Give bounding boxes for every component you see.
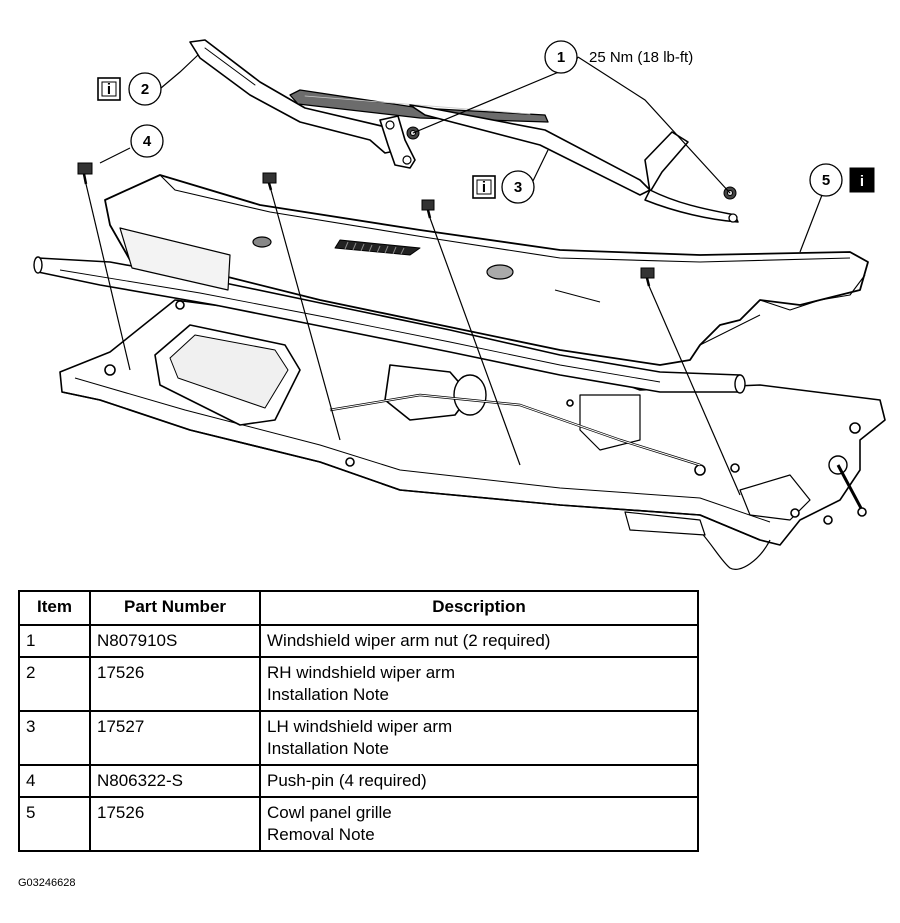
part-number-cell: 17526 bbox=[89, 656, 261, 712]
description-line: Push-pin (4 required) bbox=[267, 771, 427, 790]
push-pin bbox=[77, 162, 655, 287]
description-cell: Windshield wiper arm nut (2 required) bbox=[259, 624, 699, 658]
rh-wiper-arm bbox=[189, 39, 549, 169]
installation-note-link[interactable]: Installation Note bbox=[267, 685, 389, 704]
callout-2: i 2 bbox=[97, 72, 162, 106]
item-cell: 1 bbox=[18, 624, 91, 658]
header-description: Description bbox=[259, 590, 699, 626]
parts-table: Item Part Number Description 1 N807910S … bbox=[18, 590, 699, 852]
description-cell: RH windshield wiper arm Installation Not… bbox=[259, 656, 699, 712]
item-cell: 5 bbox=[18, 796, 91, 852]
table-row: 5 17526 Cowl panel grille Removal Note bbox=[18, 796, 699, 852]
cowl-wiper-exploded-diagram: 1 25 Nm (18 lb-ft) i 2 i 3 4 5 i bbox=[33, 39, 886, 570]
description-cell: Push-pin (4 required) bbox=[259, 764, 699, 798]
callout-4: 4 bbox=[130, 124, 164, 158]
callout-1: 1 25 Nm (18 lb-ft) bbox=[544, 40, 693, 74]
description-cell: LH windshield wiper arm Installation Not… bbox=[259, 710, 699, 766]
item-cell: 3 bbox=[18, 710, 91, 766]
svg-text:2: 2 bbox=[141, 81, 149, 98]
part-number-cell: 17527 bbox=[89, 710, 261, 766]
lh-wiper-arm bbox=[409, 104, 739, 223]
item-cell: 2 bbox=[18, 656, 91, 712]
cowl-panel-grille bbox=[33, 174, 869, 394]
description-line: Windshield wiper arm nut (2 required) bbox=[267, 631, 551, 650]
svg-text:i: i bbox=[860, 173, 864, 190]
part-number-cell: 17526 bbox=[89, 796, 261, 852]
table-row: 2 17526 RH windshield wiper arm Installa… bbox=[18, 656, 699, 712]
info-icon bbox=[849, 167, 875, 193]
description-line: LH windshield wiper arm bbox=[267, 717, 453, 736]
cowl-vent-slots bbox=[334, 239, 421, 256]
description-line: RH windshield wiper arm bbox=[267, 663, 456, 682]
svg-text:5: 5 bbox=[822, 172, 830, 189]
description-line: Cowl panel grille bbox=[267, 803, 392, 822]
callout-5: 5 i bbox=[809, 163, 875, 197]
svg-text:1: 1 bbox=[557, 49, 565, 66]
table-row: 1 N807910S Windshield wiper arm nut (2 r… bbox=[18, 624, 699, 658]
removal-note-link[interactable]: Removal Note bbox=[267, 825, 375, 844]
part-number-cell: N806322-S bbox=[89, 764, 261, 798]
table-row: 3 17527 LH windshield wiper arm Installa… bbox=[18, 710, 699, 766]
wiper-arm-nut bbox=[406, 126, 737, 200]
header-item: Item bbox=[18, 590, 91, 626]
description-cell: Cowl panel grille Removal Note bbox=[259, 796, 699, 852]
svg-text:i: i bbox=[107, 81, 111, 98]
item-cell: 4 bbox=[18, 764, 91, 798]
table-header-row: Item Part Number Description bbox=[18, 590, 699, 626]
table-row: 4 N806322-S Push-pin (4 required) bbox=[18, 764, 699, 798]
figure-id: G03246628 bbox=[18, 877, 76, 889]
callout-3: i 3 bbox=[472, 170, 535, 204]
svg-text:4: 4 bbox=[143, 133, 152, 150]
header-part-number: Part Number bbox=[89, 590, 261, 626]
lower-cowl-frame bbox=[59, 299, 886, 570]
part-number-cell: N807910S bbox=[89, 624, 261, 658]
installation-note-link[interactable]: Installation Note bbox=[267, 739, 389, 758]
torque-spec-label: 25 Nm (18 lb-ft) bbox=[589, 49, 693, 66]
leader-lines bbox=[85, 54, 823, 496]
svg-text:3: 3 bbox=[514, 179, 522, 196]
svg-text:i: i bbox=[482, 179, 486, 196]
